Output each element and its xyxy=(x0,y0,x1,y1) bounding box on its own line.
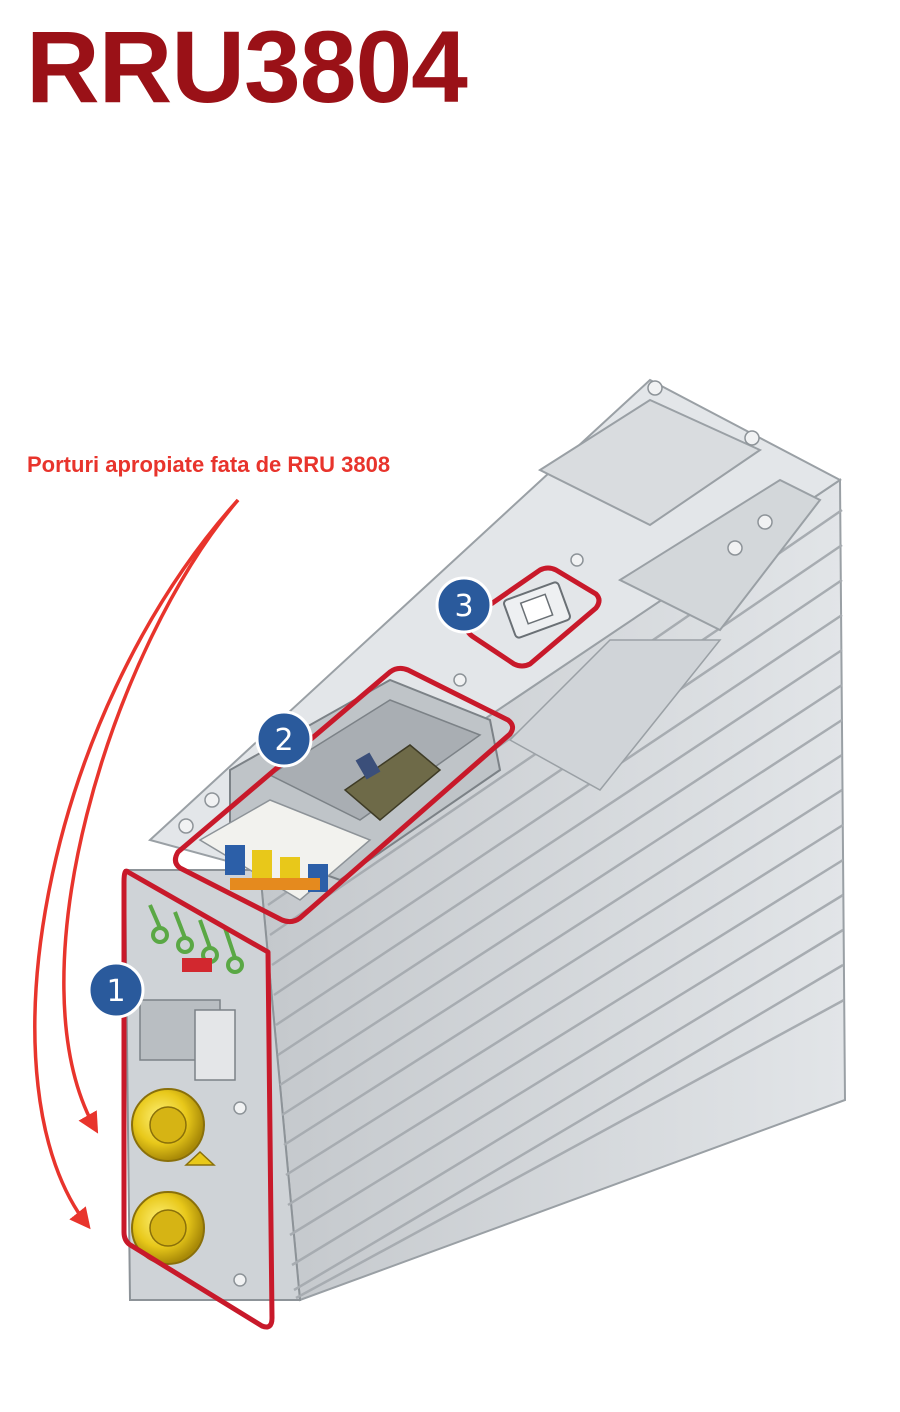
highlight-outline-1 xyxy=(121,868,275,1330)
region-3-port xyxy=(503,581,571,639)
red-curved-arrow-icon xyxy=(33,498,240,1230)
n-type-connector-icon xyxy=(131,1088,205,1162)
svg-text:2: 2 xyxy=(274,723,293,758)
top-plates xyxy=(178,380,822,834)
annotation-label: Porturi apropiate fata de RRU 3808 xyxy=(27,452,391,477)
svg-text:3: 3 xyxy=(454,589,473,624)
front-panel xyxy=(131,904,247,1287)
red-curved-arrow-icon xyxy=(62,498,240,1134)
page-title: RRU3804 xyxy=(26,10,468,124)
highlight-outline-2 xyxy=(172,665,516,925)
n-type-connector-icon xyxy=(131,1191,205,1265)
highlight-outline-3 xyxy=(464,565,602,669)
svg-text:1: 1 xyxy=(106,974,125,1009)
region-2-compartment xyxy=(198,678,502,901)
callout-2: 2 xyxy=(255,710,313,768)
callout-1: 1 xyxy=(87,961,145,1019)
callout-3: 3 xyxy=(435,576,493,634)
